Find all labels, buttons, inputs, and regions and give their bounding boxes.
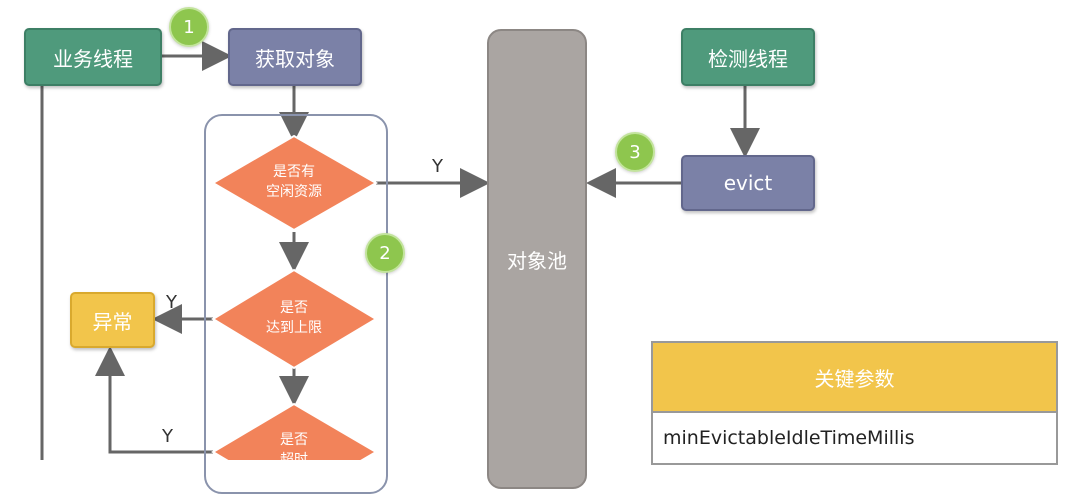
decision-idle-diamond: [211, 134, 379, 232]
arrow-third-to-exception: [95, 346, 213, 454]
edge-label-third-yes: Y: [162, 426, 173, 447]
decision-idle-line2: 空闲资源: [266, 184, 322, 200]
decision-third-diamond: [211, 402, 378, 460]
business-thread-node: 业务线程: [24, 28, 162, 86]
step-badge-1: 1: [169, 7, 209, 47]
decision-third-line2: 超时: [280, 452, 308, 468]
connector-lines: [40, 41, 760, 460]
object-pool-node: 对象池: [487, 29, 587, 489]
decision-third-label: 是否 超时: [214, 430, 374, 470]
object-pool-label: 对象池: [507, 248, 567, 273]
detect-thread-node: 检测线程: [681, 28, 815, 86]
decision-idle-line1: 是否有: [273, 164, 315, 180]
exception-node: 异常: [70, 292, 155, 348]
key-params-header: 关键参数: [653, 343, 1056, 413]
edge-label-limit-yes: Y: [166, 292, 177, 313]
decision-limit-line2: 达到上限: [266, 320, 322, 336]
decision-limit-line1: 是否: [280, 300, 308, 316]
step-badge-2: 2: [365, 233, 405, 273]
decision-idle-label: 是否有 空闲资源: [214, 162, 374, 202]
get-object-node: 获取对象: [228, 28, 362, 86]
decision-limit-diamond: [211, 268, 378, 370]
decision-third-line1: 是否: [280, 432, 308, 448]
key-params-row: minEvictableIdleTimeMillis: [663, 427, 915, 449]
evict-node: evict: [681, 155, 815, 211]
decision-limit-label: 是否 达到上限: [214, 298, 374, 338]
step-badge-3: 3: [615, 132, 655, 172]
key-params-table: 关键参数 minEvictableIdleTimeMillis: [651, 341, 1058, 465]
edge-label-idle-yes: Y: [432, 156, 443, 177]
